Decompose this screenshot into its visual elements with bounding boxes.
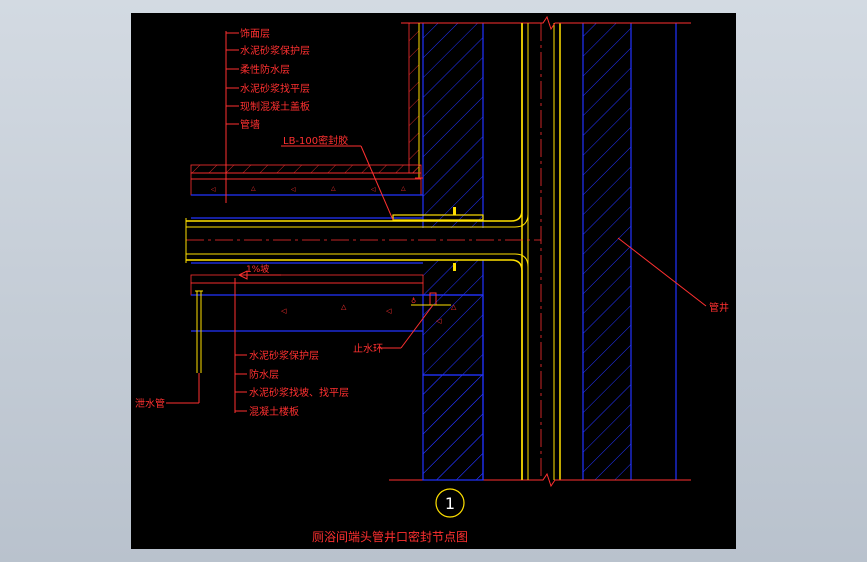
bottom-layer-labels: 水泥砂浆保护层 防水层 水泥砂浆找坡、找平层 混凝土楼板 [249, 349, 349, 418]
svg-text:△: △ [251, 185, 256, 192]
label-finish-layer: 饰面层 [240, 27, 270, 40]
upper-wall-tiles [408, 22, 423, 179]
lower-floor-layers: ◁ △ ◁ ♁ ◁ △ [190, 262, 484, 481]
label-sealant: LB-100密封胶 [283, 134, 348, 147]
upper-floor-layers: ◁ △ ◁ △ ◁ △ [190, 164, 423, 219]
svg-text:△: △ [401, 185, 406, 192]
label-mortar-protect: 水泥砂浆保护层 [240, 44, 310, 57]
detail-marker: 1 [435, 488, 465, 518]
label-bottom-slope-level: 水泥砂浆找坡、找平层 [249, 386, 349, 399]
label-bottom-slab: 混凝土楼板 [249, 405, 299, 418]
label-bottom-waterproof: 防水层 [249, 368, 279, 381]
svg-text:◁: ◁ [371, 186, 376, 193]
label-pipe-wall: 管墙 [240, 118, 260, 131]
label-shaft: 管井 [709, 301, 729, 314]
top-layer-labels: 饰面层 水泥砂浆保护层 柔性防水层 水泥砂浆找平层 现制混凝土盖板 管墙 [240, 27, 310, 131]
detail-number: 1 [445, 494, 455, 513]
label-bottom-mortar-protect: 水泥砂浆保护层 [249, 349, 319, 362]
drawing-canvas[interactable]: ◁ △ ◁ △ ◁ △ ◁ △ ◁ ♁ ◁ △ [131, 13, 736, 549]
svg-text:△: △ [341, 303, 347, 311]
svg-text:◁: ◁ [291, 186, 296, 193]
label-concrete-cover: 现制混凝土盖板 [240, 100, 310, 113]
label-water-stop-ring: 止水环 [353, 343, 383, 355]
leader-lines [166, 31, 707, 413]
svg-text:△: △ [331, 185, 336, 192]
label-slope: 1%坡 [246, 263, 269, 275]
svg-text:◁: ◁ [211, 186, 216, 193]
svg-text:◁: ◁ [436, 317, 442, 325]
break-lines [389, 15, 691, 488]
drawing-title: 厕浴间端头管井口密封节点图 [312, 529, 468, 544]
svg-text:♁: ♁ [411, 297, 416, 305]
label-drain-pipe: 泄水管 [135, 397, 165, 410]
sealant-joint [392, 207, 484, 271]
svg-text:◁: ◁ [386, 307, 392, 315]
label-flexible-waterproof: 柔性防水层 [240, 63, 290, 76]
svg-text:△: △ [451, 303, 457, 311]
horizontal-pipe [185, 23, 541, 480]
svg-text:◁: ◁ [281, 307, 287, 315]
label-leveling-layer: 水泥砂浆找平层 [240, 82, 310, 95]
